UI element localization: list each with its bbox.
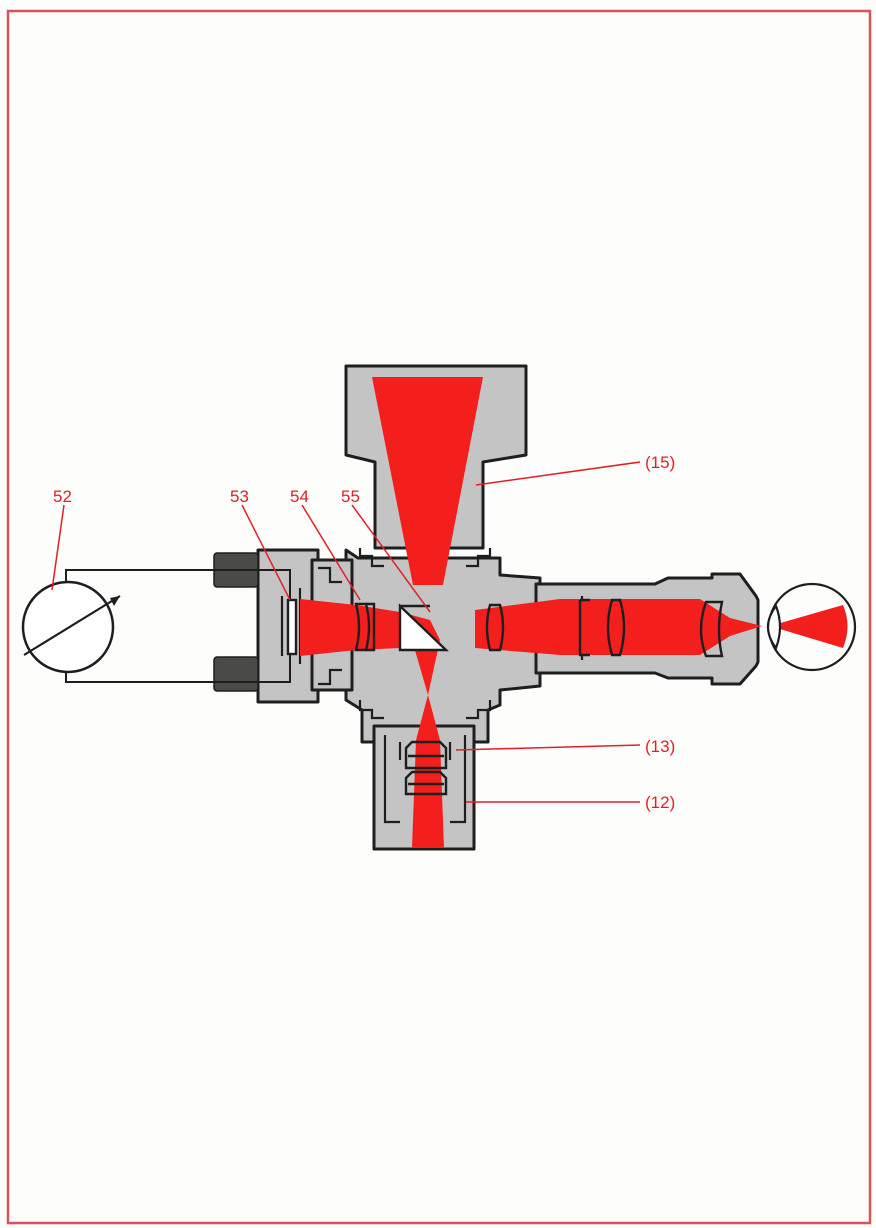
beam-top — [372, 377, 483, 585]
sensor-window — [286, 598, 298, 656]
label-53: 53 — [230, 487, 249, 506]
label-52: 52 — [53, 487, 72, 506]
prism-55 — [398, 603, 449, 652]
label-54: 54 — [290, 487, 309, 506]
galvanometer-icon — [21, 580, 121, 674]
objective-lens-lower — [404, 770, 448, 796]
knob-bottom — [213, 656, 259, 692]
optical-elements — [286, 598, 724, 796]
objective-lens-upper — [404, 740, 448, 770]
eyepiece-lens-2 — [606, 598, 626, 657]
connector-knobs — [213, 552, 259, 692]
label-15: (15) — [645, 453, 675, 472]
eye-icon — [766, 582, 857, 672]
beam-eye — [770, 605, 848, 648]
label-13: (13) — [645, 737, 675, 756]
label-12: (12) — [645, 793, 675, 812]
eyepiece-lens-1 — [578, 598, 590, 657]
page-border — [6, 9, 872, 1225]
relay-lens — [485, 603, 505, 652]
beam-vertical — [412, 640, 444, 848]
eyepiece-lens-3 — [699, 600, 724, 658]
beam-eyepiece — [475, 599, 762, 655]
label-55: 55 — [341, 487, 360, 506]
callout-leaders — [51, 461, 641, 803]
